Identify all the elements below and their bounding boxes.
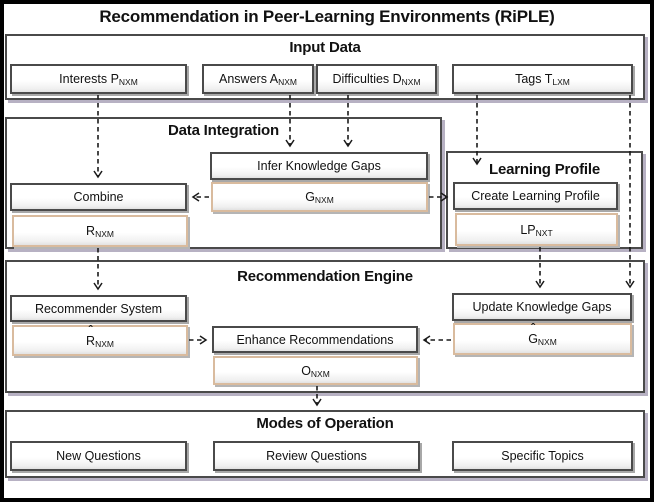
- box-specific-topics-label: Specific Topics: [501, 449, 584, 463]
- box-review-questions-label: Review Questions: [266, 449, 367, 463]
- box-g-nxm: GNXM: [211, 182, 428, 212]
- recommendation-engine-heading: Recommendation Engine: [237, 268, 413, 285]
- box-create-learning-profile: Create Learning Profile: [453, 182, 618, 210]
- box-enhance-recommendations: Enhance Recommendations: [212, 326, 418, 353]
- diagram-title: Recommendation in Peer-Learning Environm…: [99, 7, 555, 26]
- box-answers-label: Answers ANXM: [219, 72, 297, 87]
- box-combine-label: Combine: [73, 190, 124, 204]
- box-create-lp-label: Create Learning Profile: [471, 189, 600, 203]
- box-interests: Interests PNXM: [10, 64, 187, 94]
- box-o-nxm: ONXM: [213, 356, 418, 385]
- box-combine: Combine: [10, 183, 187, 211]
- learning-profile-heading: Learning Profile: [489, 161, 600, 178]
- box-new-questions: New Questions: [10, 441, 187, 471]
- box-g-label: GNXM: [305, 190, 334, 205]
- box-o-label: ONXM: [301, 363, 330, 379]
- box-update-label: Update Knowledge Gaps: [472, 300, 612, 314]
- box-specific-topics: Specific Topics: [452, 441, 633, 471]
- box-lp-label: LPNXT: [520, 222, 553, 238]
- box-recommender-label: Recommender System: [34, 301, 163, 316]
- box-infer-label: Infer Knowledge Gaps: [257, 159, 381, 173]
- box-tags-label: Tags TLXM: [515, 72, 570, 87]
- box-review-questions: Review Questions: [213, 441, 420, 471]
- input-data-heading: Input Data: [289, 39, 361, 56]
- box-tags: Tags TLXM: [452, 64, 633, 94]
- box-answers: Answers ANXM: [202, 64, 314, 94]
- box-r-label: RNXM: [86, 224, 114, 239]
- box-recommender-system: Recommender System: [10, 295, 187, 322]
- box-new-questions-label: New Questions: [56, 449, 141, 463]
- box-infer-knowledge-gaps: Infer Knowledge Gaps: [210, 152, 428, 180]
- box-difficulties: Difficulties DNXM: [316, 64, 437, 94]
- modes-of-operation-heading: Modes of Operation: [256, 415, 394, 432]
- box-enhance-label: Enhance Recommendations: [236, 332, 394, 347]
- box-lp-nxt: LPNXT: [455, 213, 618, 246]
- box-update-knowledge-gaps: Update Knowledge Gaps: [452, 293, 632, 321]
- box-interests-label: Interests PNXM: [59, 72, 138, 87]
- data-integration-heading: Data Integration: [168, 122, 279, 139]
- box-r-nxm: RNXM: [12, 215, 188, 247]
- box-difficulties-label: Difficulties DNXM: [332, 72, 421, 87]
